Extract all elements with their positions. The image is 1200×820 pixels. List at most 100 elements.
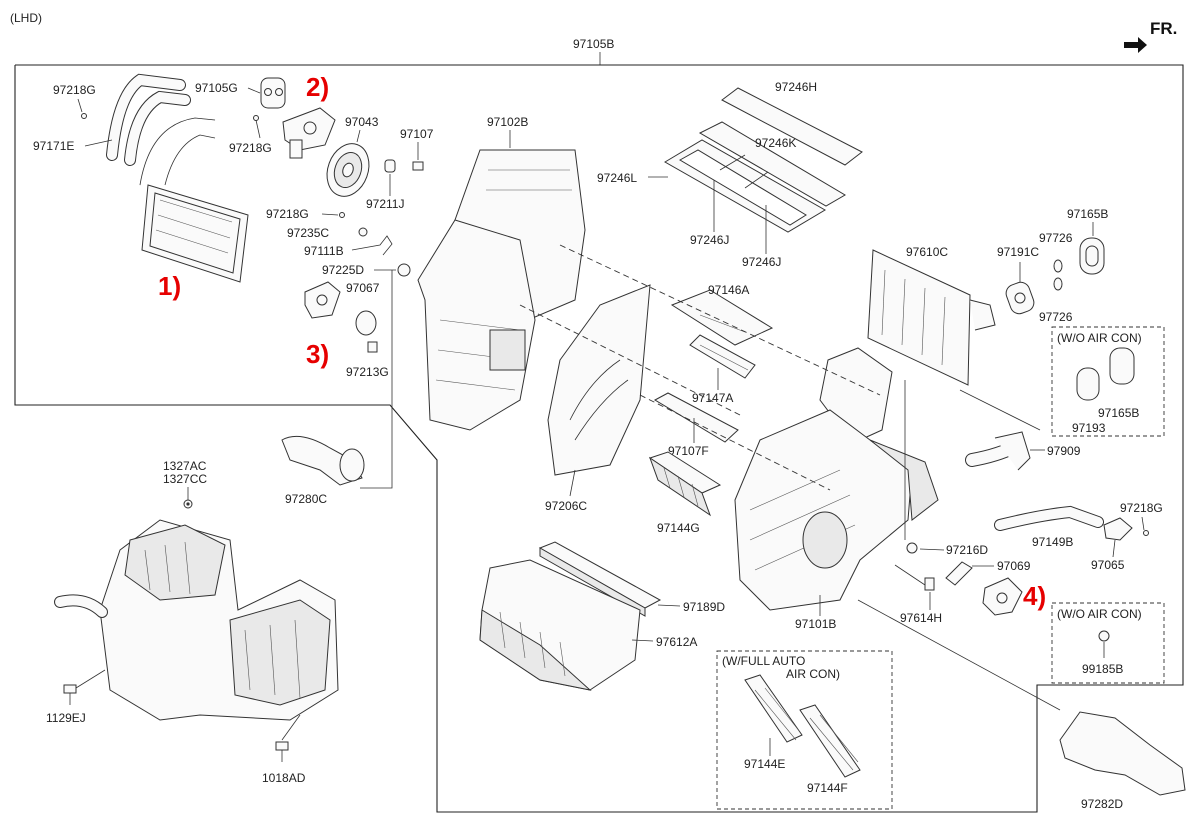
gasket-97191C-part [1005,281,1035,315]
drive-side-label: (LHD) [10,11,42,25]
part-label-97218G: 97218G [229,141,272,155]
resistor-97067-part [355,310,377,336]
part-label-97101B: 97101B [795,617,836,631]
heater-pipe-part [106,73,191,166]
bolt-1018AD-part [275,741,289,762]
part-label-97726: 97726 [1039,310,1073,324]
front-arrow-icon [1124,37,1147,53]
part-label-97218G: 97218G [266,207,309,221]
part-label-97165B: 97165B [1098,406,1139,420]
hose-97149B-part [994,505,1104,531]
callout-4: 4) [1023,581,1046,611]
air-filter-97144E-part [744,674,803,743]
part-label-97144E: 97144E [744,757,785,771]
clip-97107-part [412,161,424,171]
clip-97213G-part [367,341,378,353]
callout-1: 1) [158,271,181,301]
bolt-1129EJ-part [63,684,77,705]
assembly-label: 97105B [573,37,614,51]
part-label-97218G: 97218G [53,83,96,97]
air-filter-97144G-part [648,451,722,517]
part-label-97282D: 97282D [1081,797,1123,811]
part-label-97165B: 97165B [1067,207,1108,221]
option-label-wo-aircon: (W/O AIR CON) [1057,331,1142,345]
clip-97211J-part [384,159,396,173]
evaporator-core-part [867,249,996,386]
part-label-97193: 97193 [1072,421,1106,435]
option-label-w-fullauto-2: AIR CON) [786,667,840,681]
part-label-97614H: 97614H [900,611,942,625]
bracket-97189D-part [538,541,662,617]
installed-assembly-part [54,519,339,721]
plug-99185B-part [1098,630,1110,642]
callout-3: 3) [306,339,329,369]
part-label-97246J: 97246J [690,233,729,247]
part-label-97146A: 97146A [708,283,749,297]
part-label-97909: 97909 [1047,444,1081,458]
option-box-w-fullauto [716,650,893,810]
part-label-97246H: 97246H [775,80,817,94]
part-label-1327AC: 1327AC [163,459,207,473]
clip-97216D-part [906,542,918,554]
part-label-97246L: 97246L [597,171,637,185]
sensor-97065-part [1103,517,1133,541]
part-label-97147A: 97147A [692,391,733,405]
callout-2: 2) [306,72,329,102]
option-box-wo-aircon [1051,326,1165,437]
part-label-97218G: 97218G [1120,501,1163,515]
part-label-97246K: 97246K [755,136,796,150]
blower-motor-part [326,143,370,197]
link-97069-part [945,561,973,586]
temp-actuator-part [982,577,1023,616]
part-label-99185B: 99185B [1082,662,1123,676]
part-label-97612A: 97612A [656,635,697,649]
part-label-97107F: 97107F [668,444,709,458]
part-label-97149B: 97149B [1032,535,1073,549]
intake-duct-part [281,435,365,486]
part-label-97280C: 97280C [285,492,327,506]
part-label-97235C: 97235C [287,226,329,240]
mode-actuator-part [282,107,336,159]
heater-case-left-part [417,149,586,431]
part-label-97171E: 97171E [33,139,74,153]
bolt-97614H-part [894,564,935,591]
part-label-1018AD: 1018AD [262,771,306,785]
assembly-frame [14,64,1184,813]
heater-core-part [139,117,249,283]
intake-actuator-part [304,281,341,319]
seal-97165B-part [1079,237,1105,275]
option-label-wo-aircon: (W/O AIR CON) [1057,607,1142,621]
air-filter-97144F-part [799,704,861,778]
bracket-97105G-part [260,77,286,109]
seal-97165B-alt-part [1109,347,1135,385]
heater-case-right-part [734,347,939,611]
door-97146A-part [670,289,774,346]
door-97107F-part [653,392,739,443]
part-label-97213G: 97213G [346,365,389,379]
filter-frame-part [664,87,863,233]
part-label-97206C: 97206C [545,499,587,513]
front-indicator-label: FR. [1150,19,1177,38]
part-label-97610C: 97610C [906,245,948,259]
part-label-97105G: 97105G [195,81,238,95]
part-label-97189D: 97189D [683,600,725,614]
part-label-97144G: 97144G [657,521,700,535]
part-label-97043: 97043 [345,115,379,129]
part-label-97211J: 97211J [366,197,404,211]
part-label-97144F: 97144F [807,781,848,795]
part-label-97067: 97067 [346,281,380,295]
door-97147A-part [689,334,756,379]
part-label-1327CC: 1327CC [163,472,207,486]
part-label-97246J: 97246J [742,255,781,269]
option-box-wo-aircon-2 [1051,602,1165,684]
part-label-97111B: 97111B [304,244,344,258]
option-label-w-fullauto: (W/FULL AUTO [722,654,805,668]
part-label-97191C: 97191C [997,245,1039,259]
part-label-97069: 97069 [997,559,1031,573]
part-label-97102B: 97102B [487,115,528,129]
case-seal-part [547,284,651,476]
part-label-1129EJ: 1129EJ [46,711,86,725]
rear-duct-part [1059,711,1186,796]
part-label-97225D: 97225D [322,263,364,277]
